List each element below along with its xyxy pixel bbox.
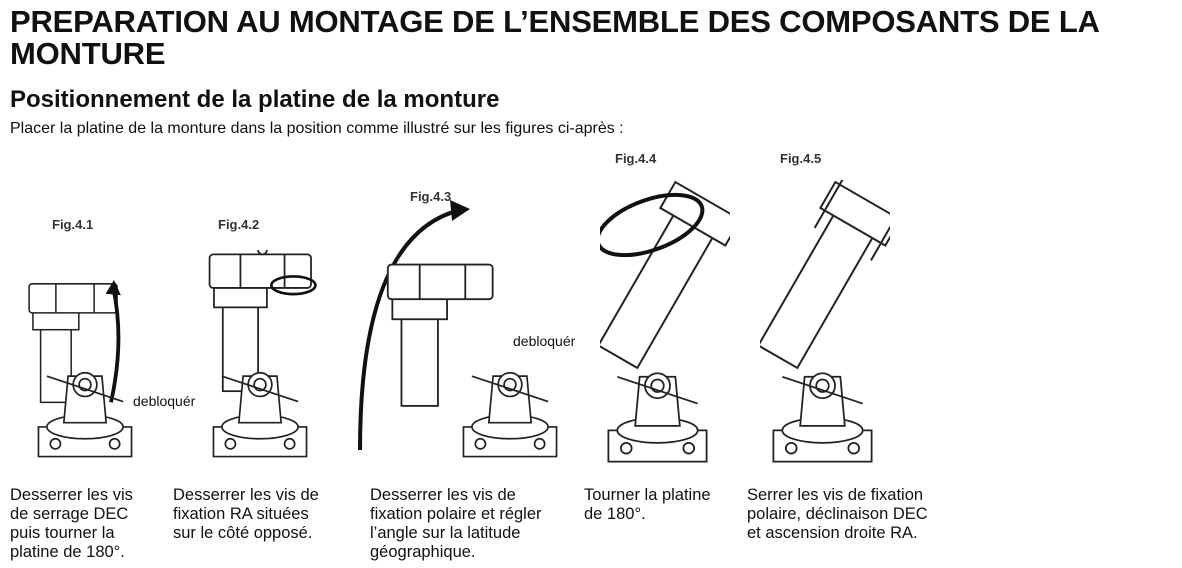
caption-4-1: Desserrer les vis de serrage DEC puis to… bbox=[10, 486, 133, 561]
mount-illustration-4-1 bbox=[10, 280, 121, 410]
mount-base-4-1 bbox=[30, 350, 140, 470]
fig-label-4-1: Fig.4.1 bbox=[52, 217, 94, 232]
caption-4-2: Desserrer les vis de fixation RA situées… bbox=[173, 486, 319, 542]
unlock-callout-4-3: debloquér bbox=[513, 333, 576, 349]
mount-base-4-4 bbox=[595, 350, 720, 475]
section-title: Positionnement de la platine de la montu… bbox=[10, 86, 500, 113]
fig-label-4-4: Fig.4.4 bbox=[615, 151, 657, 166]
caption-4-4: Tourner la platine de 180°. bbox=[584, 486, 711, 523]
mount-base-4-5 bbox=[760, 350, 885, 475]
mount-illustration-4-4 bbox=[600, 180, 730, 370]
mount-illustration-4-5 bbox=[760, 180, 890, 370]
fig-label-4-5: Fig.4.5 bbox=[780, 151, 822, 166]
unlock-callout-4-1: debloquér bbox=[133, 393, 196, 409]
rotation-arrow-4-3 bbox=[358, 200, 470, 451]
fig-label-4-2: Fig.4.2 bbox=[218, 217, 260, 232]
mount-base-4-3 bbox=[455, 350, 565, 470]
fig-label-4-3: Fig.4.3 bbox=[410, 189, 452, 204]
caption-4-3: Desserrer les vis de fixation polaire et… bbox=[370, 486, 542, 561]
mount-base-4-2 bbox=[205, 350, 315, 470]
mount-illustration-4-2 bbox=[200, 250, 317, 400]
page-title: PREPARATION AU MONTAGE DE L’ENSEMBLE DES… bbox=[10, 4, 1099, 71]
caption-4-5: Serrer les vis de fixation polaire, décl… bbox=[747, 486, 928, 542]
intro-text: Placer la platine de la monture dans la … bbox=[10, 120, 624, 137]
